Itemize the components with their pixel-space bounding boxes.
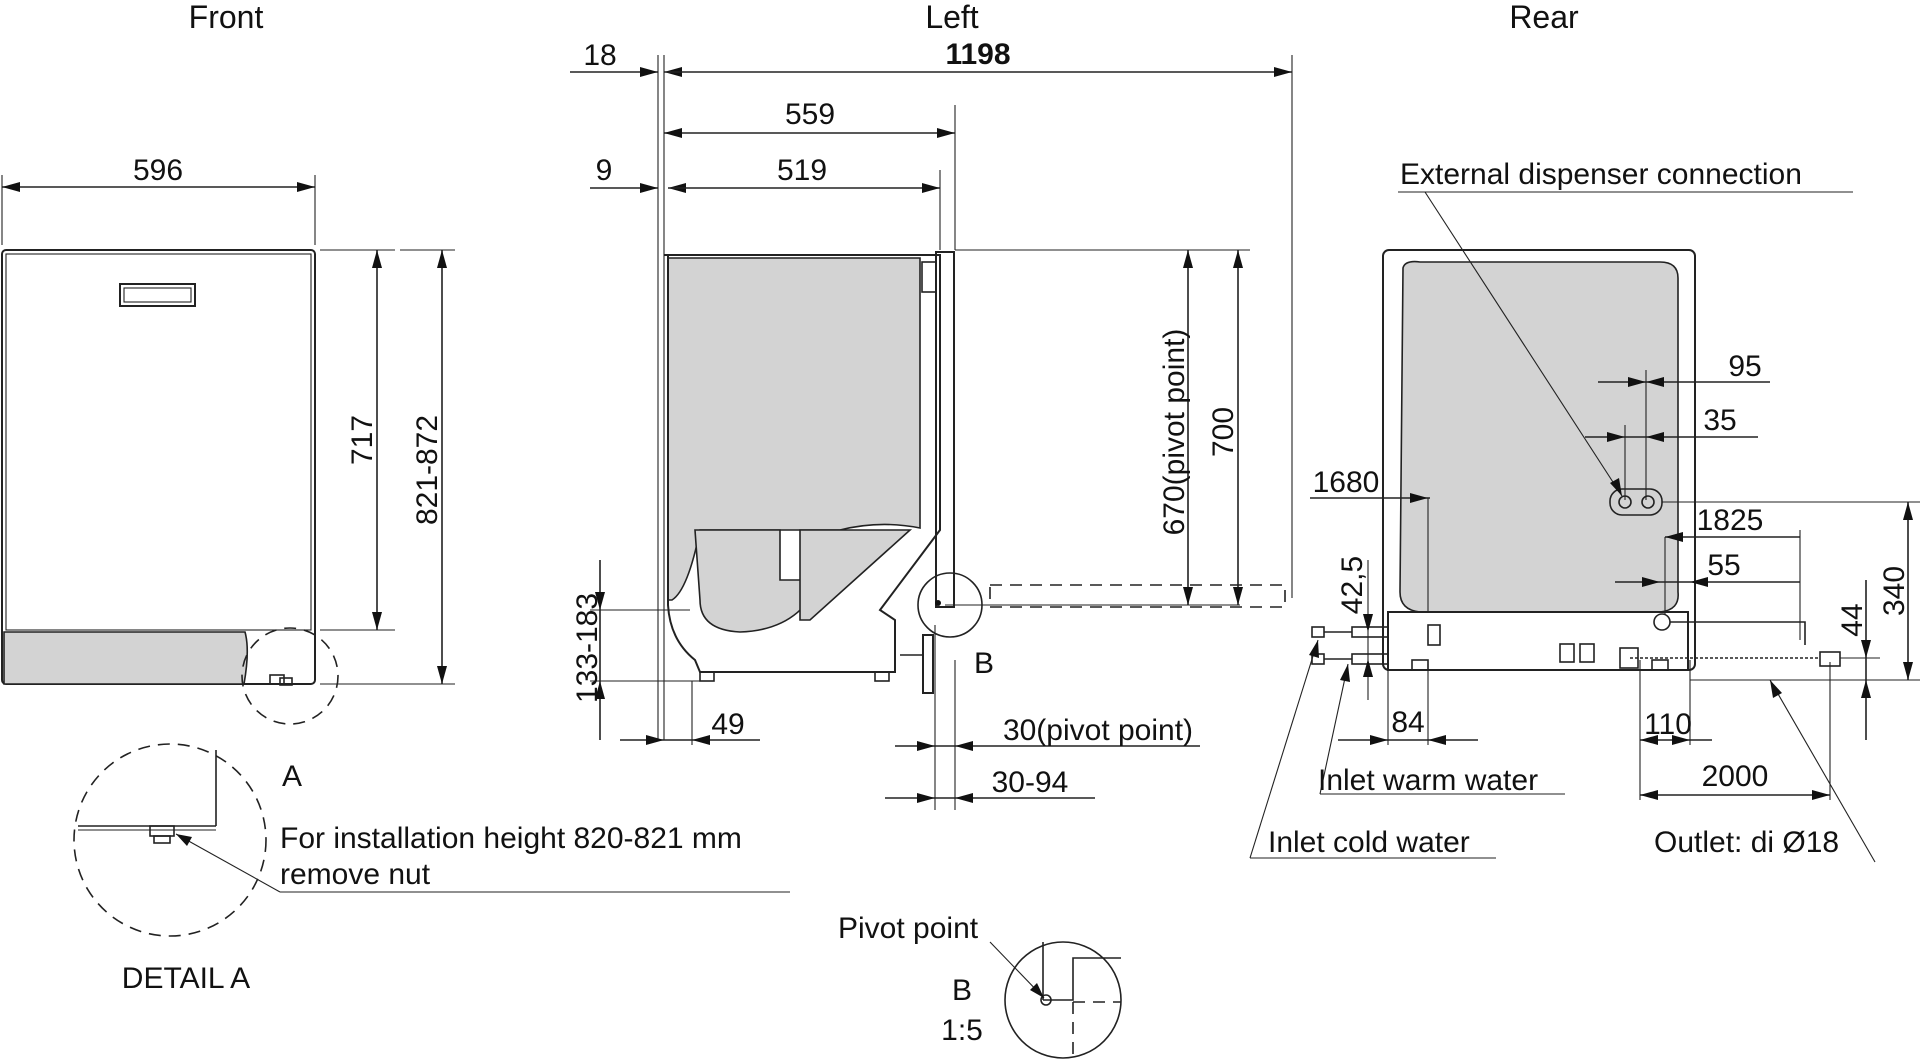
side-depth-1198: 1198 xyxy=(945,38,1010,71)
side-pivot-30: 30(pivot point) xyxy=(1003,714,1193,747)
rear-dim-35: 35 xyxy=(1703,404,1736,437)
rear-dim-84: 84 xyxy=(1391,706,1424,739)
side-plinth-133-183: 133-183 xyxy=(571,593,604,703)
detail-b-scale: 1:5 xyxy=(941,1014,983,1047)
rear-dim-95: 95 xyxy=(1728,350,1761,383)
rear-back-panel xyxy=(1399,260,1679,613)
detail-a-caption: DETAIL A xyxy=(122,962,250,995)
rear-view-title: Rear xyxy=(1509,0,1579,35)
front-door-inner xyxy=(5,253,312,631)
door-handle xyxy=(119,283,196,307)
side-depth-559: 559 xyxy=(785,98,835,131)
detail-a-note-line2: remove nut xyxy=(280,858,431,891)
front-plinth xyxy=(3,631,249,685)
detail-a-callout-circle xyxy=(241,627,339,725)
left-view-title: Left xyxy=(925,0,978,35)
front-door-outline xyxy=(1,249,316,685)
inlet-warm-water-label: Inlet warm water xyxy=(1318,764,1538,797)
inlet-cold-water-label: Inlet cold water xyxy=(1268,826,1470,859)
side-height-700: 700 xyxy=(1207,407,1240,457)
detail-a-note-line1: For installation height 820-821 mm xyxy=(280,822,742,855)
detail-b-pivot-label: Pivot point xyxy=(838,912,979,945)
rear-dim-340: 340 xyxy=(1878,566,1911,616)
outlet-label: Outlet: di Ø18 xyxy=(1654,826,1839,859)
side-plinth-49: 49 xyxy=(711,708,744,741)
rear-dim-42-5: 42,5 xyxy=(1336,556,1369,614)
side-depth-519: 519 xyxy=(777,154,827,187)
front-view: 596 717 821-872 xyxy=(1,154,455,725)
detail-a: A For installation height 820-821 mm rem… xyxy=(73,743,790,995)
side-plinth-30-94: 30-94 xyxy=(992,766,1069,799)
rear-dim-55: 55 xyxy=(1707,549,1740,582)
detail-a-label: A xyxy=(282,760,302,793)
front-view-title: Front xyxy=(189,0,264,35)
detail-b: Pivot point B 1:5 xyxy=(838,912,1122,1059)
pivot-label-b: B xyxy=(974,647,994,680)
side-door xyxy=(935,251,955,608)
rear-dim-1680: 1680 xyxy=(1313,466,1380,499)
detail-b-label: B xyxy=(952,974,972,1007)
front-height-821-872: 821-872 xyxy=(411,415,444,525)
rear-dim-110: 110 xyxy=(1644,708,1692,741)
front-height-717: 717 xyxy=(346,415,379,465)
dispenser-connection-label: External dispenser connection xyxy=(1400,158,1802,191)
rear-dim-2000: 2000 xyxy=(1702,760,1769,793)
side-height-670-pivot: 670(pivot point) xyxy=(1158,329,1191,536)
front-width-dimension: 596 xyxy=(133,154,183,187)
rear-view: External dispenser connection 95 35 1680… xyxy=(1249,158,1920,863)
side-depth-9: 9 xyxy=(596,154,613,187)
open-door-outline xyxy=(989,584,1286,608)
rear-dim-1825: 1825 xyxy=(1697,504,1764,537)
left-view: B 18 1198 559 9 519 670(pivot point) xyxy=(570,38,1293,810)
side-depth-18: 18 xyxy=(583,39,616,72)
rear-dim-44: 44 xyxy=(1836,603,1869,636)
